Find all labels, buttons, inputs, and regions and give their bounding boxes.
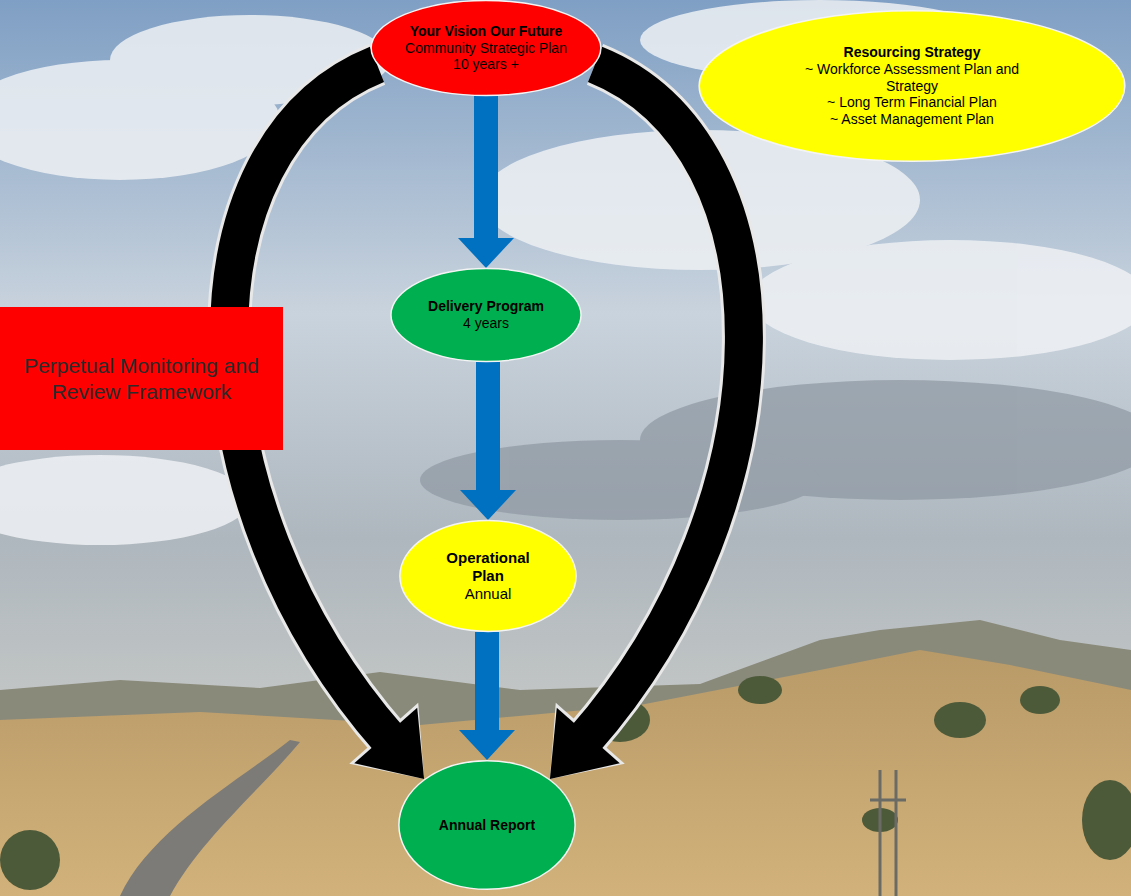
arrow-shaft: [476, 362, 500, 490]
plan-ellipse: Resourcing Strategy~ Workforce Assessmen…: [697, 10, 1127, 162]
arrow-shaft: [475, 632, 499, 730]
distant-hills: [0, 620, 1131, 896]
node-fill: [0, 307, 283, 450]
arrow-head: [459, 730, 515, 760]
node-heading: Annual Report: [425, 817, 549, 834]
flow-arrow: [460, 362, 516, 520]
arrow-head: [458, 238, 514, 268]
node-body: Annual: [436, 585, 540, 603]
node-text-group: Delivery Program4 years: [416, 298, 556, 332]
node-body: Community Strategic Plan 10 years +: [401, 40, 571, 74]
plan-ellipse: Your Vision Our FutureCommunity Strategi…: [370, 0, 602, 96]
node-heading: Perpetual Monitoring and Review Framewor…: [24, 353, 260, 403]
node-fill: [371, 0, 601, 95]
arrow-head: [460, 490, 516, 520]
storm-cloud: [420, 380, 1131, 520]
node-shape: [0, 307, 283, 450]
plan-ellipse: Annual Report: [398, 760, 576, 890]
arrow-head: [354, 708, 424, 779]
node-fill: [391, 268, 581, 361]
cycle-arrow: [550, 64, 744, 779]
arrow-outline: [583, 64, 744, 741]
node-heading: Delivery Program: [416, 298, 556, 315]
node-text-group: Perpetual Monitoring and Review Framewor…: [24, 353, 260, 403]
node-text-group: Annual Report: [425, 817, 549, 834]
node-body: ~ Long Term Financial Plan: [797, 94, 1027, 111]
node-fill: [699, 11, 1125, 161]
node-fill: [400, 521, 576, 632]
node-body: ~ Asset Management Plan: [797, 111, 1027, 128]
node-body: 4 years: [416, 315, 556, 332]
framework-box: Perpetual Monitoring and Review Framewor…: [0, 307, 283, 450]
node-heading: Operational Plan: [436, 549, 540, 585]
node-text-group: Operational PlanAnnual: [436, 549, 540, 603]
node-heading: Your Vision Our Future: [401, 23, 571, 40]
road: [120, 740, 300, 896]
node-body: ~ Workforce Assessment Plan and Strategy: [797, 61, 1027, 95]
arrow-head: [550, 708, 620, 779]
node-text-group: Your Vision Our FutureCommunity Strategi…: [401, 23, 571, 73]
flow-arrow: [459, 632, 515, 760]
flow-arrow: [458, 96, 514, 268]
arrow-shaft: [474, 96, 498, 238]
node-fill: [399, 761, 575, 890]
plan-ellipse: Delivery Program4 years: [390, 268, 582, 362]
node-heading: Resourcing Strategy: [797, 44, 1027, 61]
plan-ellipse: Operational PlanAnnual: [399, 520, 577, 632]
power-pole: [870, 770, 906, 896]
arrow-shaft: [583, 64, 744, 741]
node-text-group: Resourcing Strategy~ Workforce Assessmen…: [797, 44, 1027, 128]
paddock: [0, 650, 1131, 896]
